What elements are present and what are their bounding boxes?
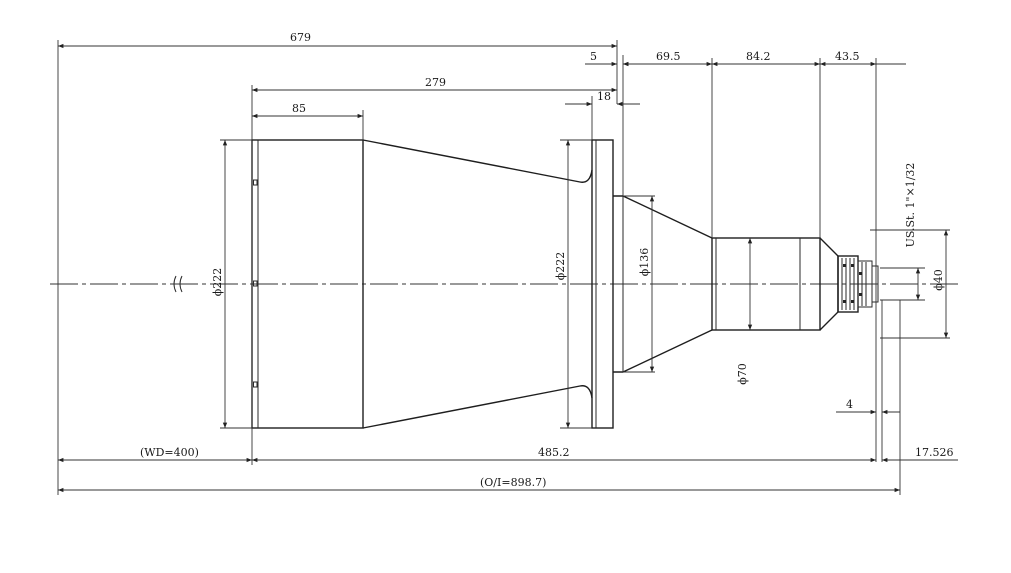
extension-lines — [57, 40, 950, 495]
dim-17-526: 17.526 — [915, 446, 954, 459]
dim-wd: (WD=400) — [140, 446, 199, 459]
rear-tube — [711, 237, 821, 331]
dim-dia-70: ϕ70 — [736, 363, 749, 385]
dim-4: 4 — [846, 398, 853, 411]
flange — [591, 139, 614, 429]
dim-84-2: 84.2 — [746, 50, 771, 63]
axis-break-symbol — [173, 275, 183, 293]
dim-dia-136: ϕ136 — [638, 248, 651, 277]
dim-43-5: 43.5 — [835, 50, 860, 63]
dim-thread: US.St. 1"×1/32 — [904, 163, 917, 248]
dim-279: 279 — [425, 76, 446, 89]
dimension-lines — [58, 43, 958, 493]
dim-5: 5 — [590, 50, 597, 63]
mount-threads — [837, 255, 879, 313]
dim-oi: (O/I=898.7) — [480, 476, 546, 489]
dim-85: 85 — [292, 102, 306, 115]
dim-679: 679 — [290, 31, 311, 44]
dim-69-5: 69.5 — [656, 50, 681, 63]
dim-485-2: 485.2 — [538, 446, 570, 459]
dim-dia-40: ϕ40 — [932, 269, 945, 291]
dim-dia-222-left: ϕ222 — [211, 268, 224, 297]
dim-dia-222-flange: ϕ222 — [554, 252, 567, 281]
dim-18: 18 — [597, 90, 611, 103]
